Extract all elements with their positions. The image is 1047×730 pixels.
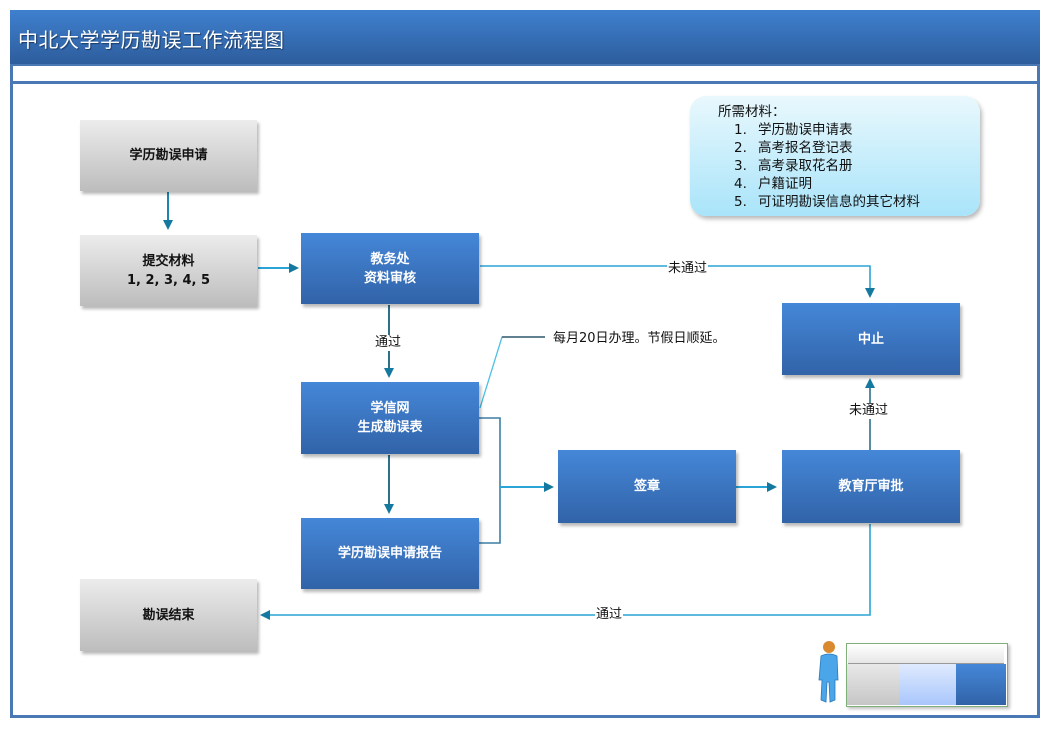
legend-box [846,643,1008,707]
legend-swatch-gray [847,664,899,705]
legend-header [848,645,1004,664]
materials-item: 1.学历勘误申请表 [734,122,853,138]
materials-note: 所需材料： 1.学历勘误申请表 2.高考报名登记表 3.高考录取花名册 4.户籍… [690,96,980,216]
node-stamp[interactable]: 签章 [558,450,736,523]
page-title: 中北大学学历勘误工作流程图 [18,28,285,52]
materials-heading: 所需材料： [718,104,786,120]
materials-item: 2.高考报名登记表 [734,140,853,156]
materials-item: 4.户籍证明 [734,176,812,192]
node-submit-materials[interactable]: 提交材料 1, 2, 3, 4, 5 [80,235,257,306]
header-strip [10,64,1040,84]
node-education-dept-approval[interactable]: 教育厅审批 [782,450,960,523]
node-end[interactable]: 勘误结束 [80,579,257,651]
edge-label-review-fail: 未通过 [667,261,709,277]
node-apply[interactable]: 学历勘误申请 [80,120,257,191]
edge-label-dept-fail: 未通过 [848,403,890,419]
node-correction-report[interactable]: 学历勘误申请报告 [301,518,479,589]
callout-text: 每月20日办理。节假日顺延。 [553,331,726,346]
node-academic-office-review[interactable]: 教务处 资料审核 [301,233,479,304]
title-bar: 中北大学学历勘误工作流程图 [10,10,1040,64]
diagram-canvas [10,84,1040,718]
node-stop[interactable]: 中止 [782,303,960,375]
legend-swatch-blue [956,664,1006,705]
legend-swatch-lightblue [899,664,956,705]
edge-label-dept-pass: 通过 [595,607,624,623]
person-icon [818,641,839,703]
node-chsi-generate[interactable]: 学信网 生成勘误表 [301,382,479,454]
materials-item: 3.高考录取花名册 [734,158,853,174]
materials-item: 5.可证明勘误信息的其它材料 [734,194,920,210]
edge-label-review-pass: 通过 [374,335,403,351]
